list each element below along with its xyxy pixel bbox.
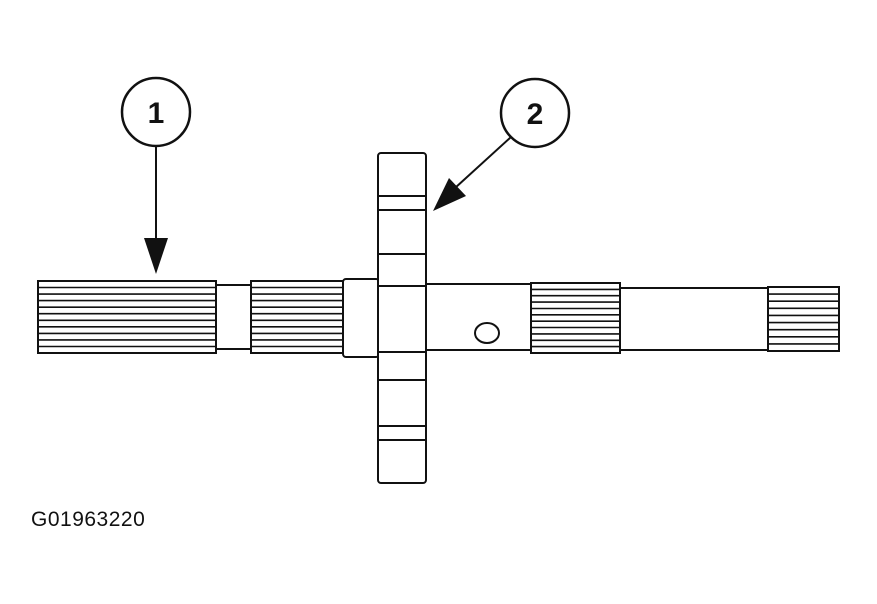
middle-splined-section [250,280,346,354]
collar [342,278,380,358]
oil-hole [474,322,500,344]
callout-2 [433,77,571,211]
callout-1 [120,76,192,274]
left-splined-section [37,280,217,354]
callout-1-label: 1 [148,97,165,130]
right-middle-splined-section [530,282,621,354]
gear [377,152,427,484]
right-end-splined-section [767,286,840,352]
plain-journal [619,287,769,351]
callout-2-label: 2 [527,98,544,131]
figure-id: G01963220 [31,508,146,531]
left-neck [215,284,252,350]
